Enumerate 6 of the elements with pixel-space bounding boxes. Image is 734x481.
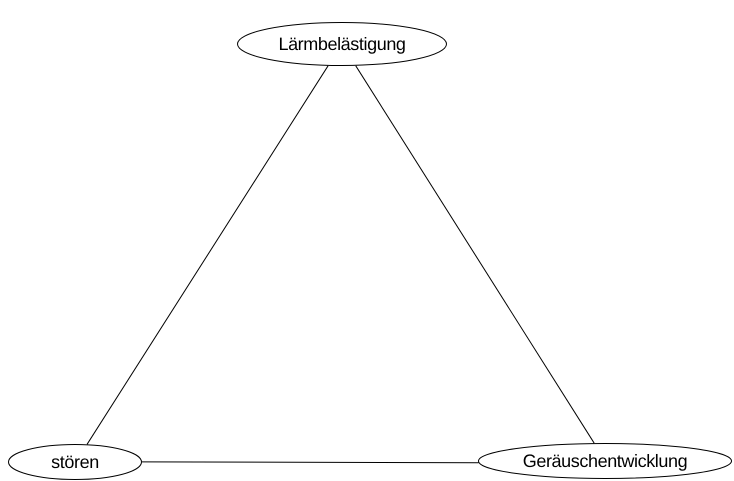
node-label: stören — [51, 452, 99, 472]
connector-line — [355, 65, 595, 444]
connector-line — [142, 461, 480, 464]
connector-line — [86, 65, 329, 445]
node-label: Lärmbelästigung — [278, 34, 406, 54]
node-label: Geräuschentwicklung — [522, 450, 688, 472]
